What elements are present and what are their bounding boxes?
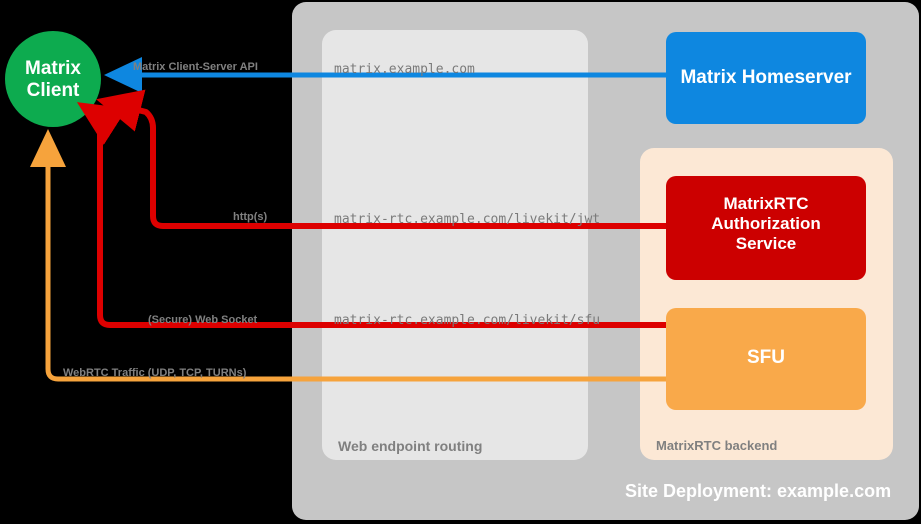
edge-label-https: http(s) (233, 211, 268, 223)
node-matrix-client[interactable] (5, 31, 101, 127)
connection-webrtc-traffic (29, 129, 666, 382)
node-sfu[interactable] (666, 308, 866, 410)
connection-secure-web-socket (76, 102, 666, 328)
edge-label-secure-web-socket: (Secure) Web Socket (148, 314, 258, 326)
node-matrix-homeserver[interactable] (666, 32, 866, 124)
connection-https (96, 89, 666, 229)
node-matrixrtc-authorization-service[interactable] (666, 176, 866, 280)
route-label-jwt: matrix-rtc.example.com/livekit/jwt (334, 212, 601, 227)
panel-web-endpoint-routing (322, 30, 588, 460)
route-label-sfu: matrix-rtc.example.com/livekit/sfu (334, 313, 601, 328)
panel-web-endpoint-routing-label: Web endpoint routing (338, 438, 483, 454)
edge-label-matrix-client-server-api: Matrix Client-Server API (133, 61, 258, 73)
panel-matrixrtc-backend-label: MatrixRTC backend (656, 438, 778, 453)
edge-label-webrtc-traffic: WebRTC Traffic (UDP, TCP, TURNs) (63, 367, 247, 379)
route-label-matrix: matrix.example.com (334, 62, 475, 77)
panel-site-deployment-label: Site Deployment: example.com (625, 481, 892, 501)
